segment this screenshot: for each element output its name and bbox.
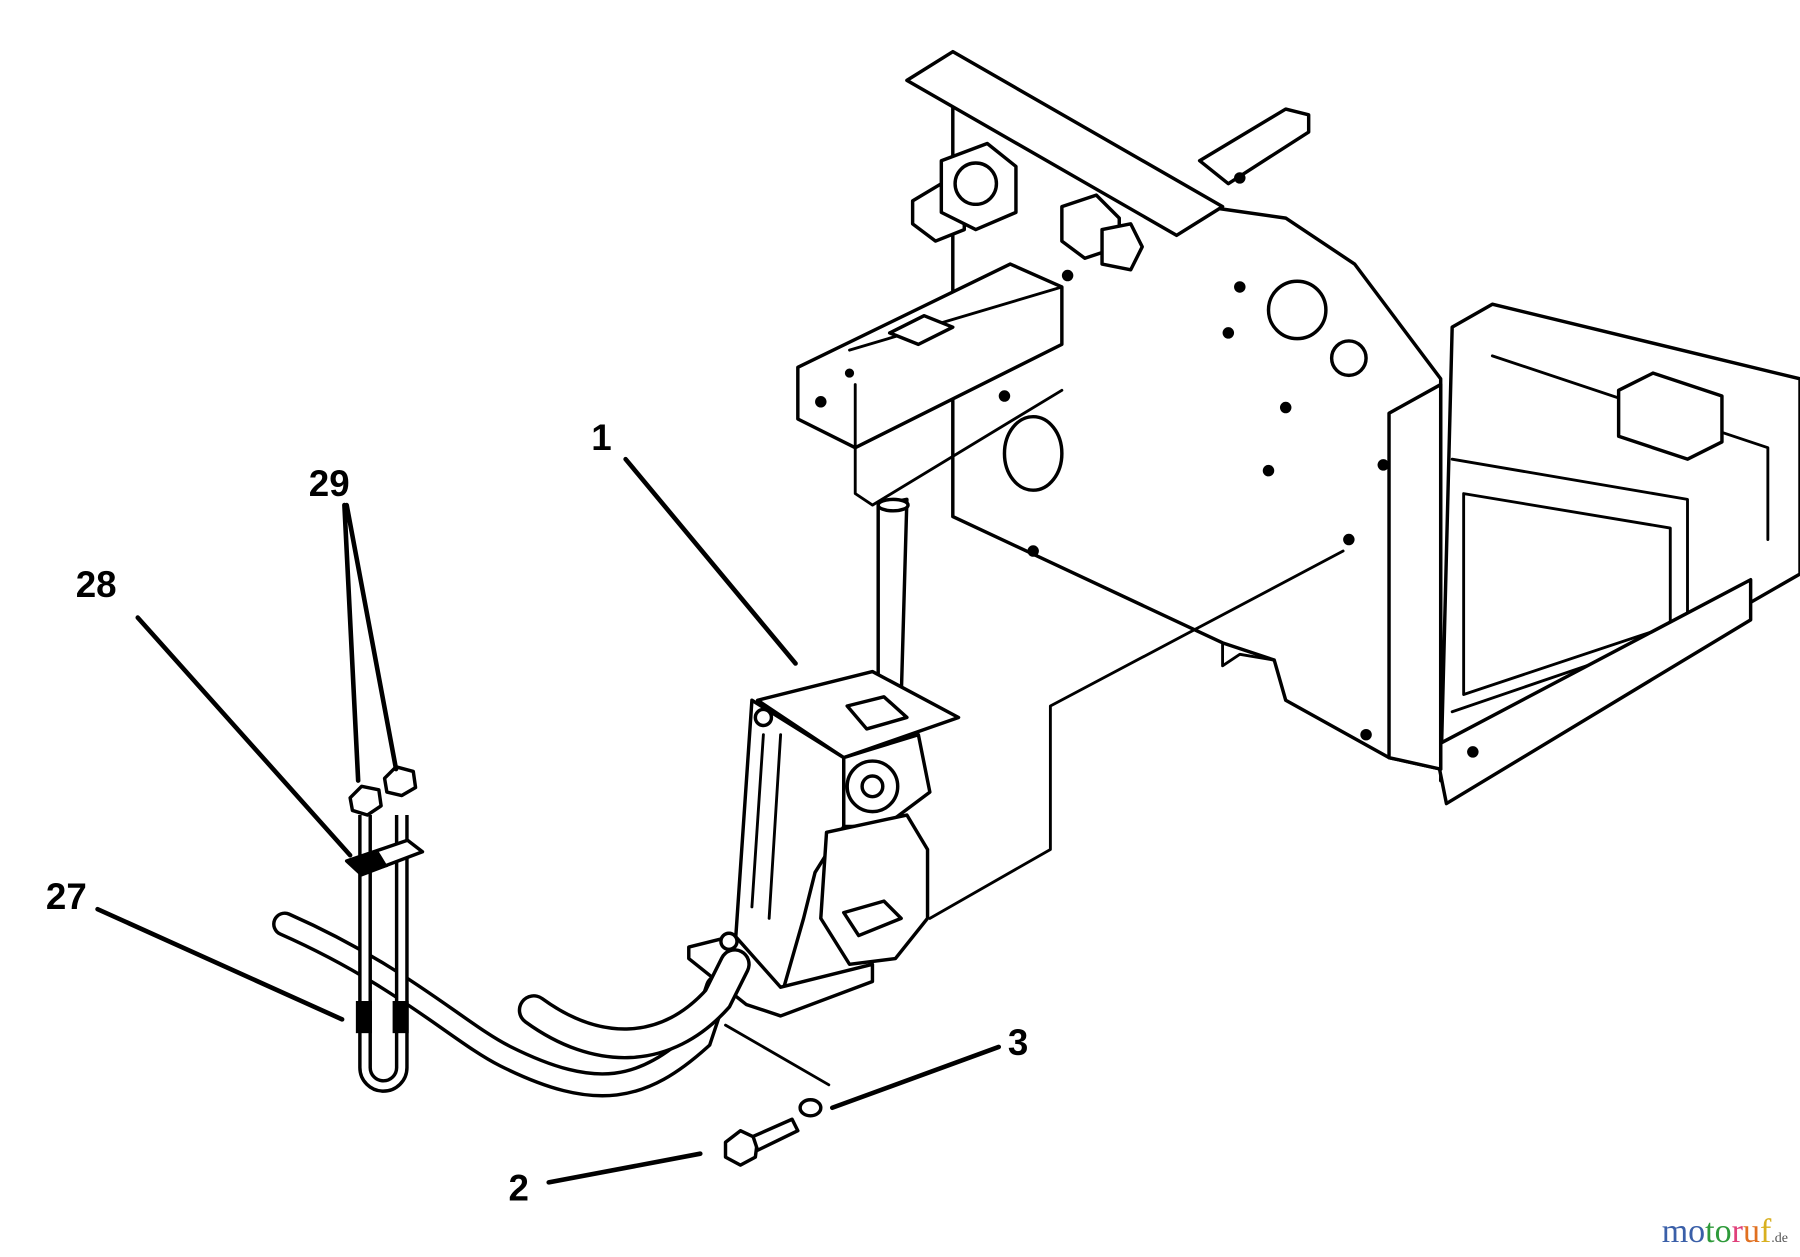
callout-1: 1 [591, 417, 611, 458]
callout-27: 27 [46, 876, 87, 917]
callout-29: 29 [309, 463, 350, 504]
cable [272, 911, 751, 1098]
side-plate [905, 49, 1479, 771]
channel-bracket [796, 262, 1064, 507]
watermark-logo: motoruf.de [1661, 1213, 1788, 1250]
u-bolt [355, 815, 409, 1093]
nuts [348, 765, 418, 817]
fittings [910, 141, 1144, 272]
callout-2: 2 [509, 1168, 529, 1209]
lever-assembly [687, 497, 961, 1018]
callout-3: 3 [1008, 1022, 1028, 1063]
callout-28: 28 [76, 564, 117, 605]
bolt-and-washer [723, 1023, 831, 1167]
leader-lines [95, 456, 1002, 1185]
support-frame [928, 549, 1345, 920]
rear-housing [1433, 302, 1800, 806]
clamp-plate-shade [346, 851, 389, 875]
